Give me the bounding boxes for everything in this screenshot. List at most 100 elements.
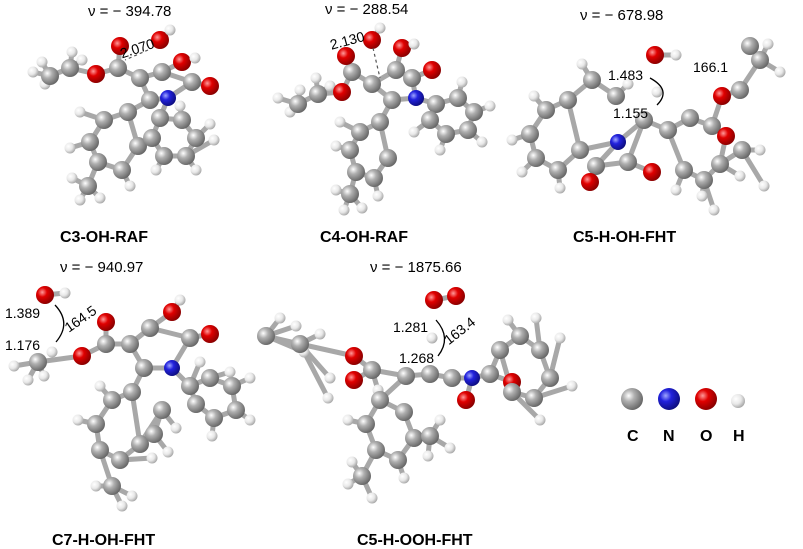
carbon-atom [363, 75, 381, 93]
carbon-atom [363, 361, 381, 379]
frequency-c7-h: ν = − 940.97 [60, 259, 143, 276]
hydrogen-atom [622, 78, 634, 90]
hydrogen-atom [76, 54, 88, 66]
carbon-atom [97, 335, 115, 353]
angle-c5-h: 166.1 [693, 59, 728, 75]
carbon-atom [227, 401, 245, 419]
hydrogen-atom [38, 370, 50, 382]
oxygen-atom [345, 347, 363, 365]
hydrogen-atom [324, 372, 336, 384]
carbon-atom [531, 341, 549, 359]
hydrogen-atom [64, 142, 76, 154]
carbon-atom [389, 451, 407, 469]
title-c5-h-oh-fht: C5-H-OH-FHT [573, 229, 676, 246]
hydrogen-atom [516, 166, 528, 178]
carbon-atom [481, 365, 499, 383]
legend-label-c: C [627, 428, 639, 445]
carbon-atom [511, 327, 529, 345]
oxygen-atom [87, 65, 105, 83]
hydrogen-atom [530, 312, 542, 324]
hydrogen-atom [170, 422, 182, 434]
angle-c5-h-ooh: 163.4 [441, 313, 479, 347]
carbon-atom [405, 429, 423, 447]
hydrogen-atom [506, 134, 518, 146]
hydrogen-atom [66, 172, 78, 184]
oxygen-atom [111, 37, 129, 55]
carbon-atom [619, 153, 637, 171]
oxygen-atom [646, 46, 664, 64]
carbon-atom [387, 61, 405, 79]
hydrogen-atom [372, 190, 384, 202]
hydrogen-atom [59, 287, 71, 299]
hydrogen-atom [290, 320, 302, 332]
carbon-atom [353, 467, 371, 485]
carbon-atom [695, 171, 713, 189]
oxygen-atom [423, 61, 441, 79]
oxygen-atom [457, 391, 475, 409]
carbon-atom [181, 329, 199, 347]
legend-label-n: N [663, 428, 675, 445]
hydrogen-atom [224, 366, 236, 378]
hydrogen-atom [476, 136, 488, 148]
carbon-atom [309, 85, 327, 103]
hydrogen-atom [116, 500, 128, 512]
frequency-c5-h-ooh: ν = − 1875.66 [370, 259, 462, 276]
angle-arc-c7-h [54, 304, 65, 343]
oxygen-atom [201, 325, 219, 343]
molecule-c5-h-oh-fht: ν = − 678.98 1.483 1.155 166.1 C5-H-OH-F… [506, 7, 786, 246]
oxygen-atom [36, 286, 54, 304]
hydrogen-atom [670, 184, 682, 196]
carbon-atom [173, 111, 191, 129]
h-bond-c4 [372, 47, 381, 79]
hydrogen-atom [294, 84, 306, 96]
hydrogen-atom [124, 180, 136, 192]
hydrogen-atom [174, 294, 186, 306]
carbon-atom [397, 367, 415, 385]
oxygen-atom [581, 173, 599, 191]
hydrogen-atom [346, 456, 358, 468]
distance-c5-h-ooh-2: 1.268 [399, 350, 434, 366]
hydrogen-atom [272, 92, 284, 104]
hydrogen-atom [426, 332, 438, 344]
carbon-atom [187, 129, 205, 147]
hydrogen-atom [670, 49, 682, 61]
angle-c7-h: 164.5 [61, 302, 99, 335]
carbon-atom [427, 95, 445, 113]
title-c5-h-ooh-fht: C5-H-OOH-FHT [357, 532, 473, 549]
hydrogen-atom [74, 106, 86, 118]
angle-arc-c5-h-ooh [435, 319, 446, 357]
hydrogen-atom [374, 22, 386, 34]
carbon-atom [403, 69, 421, 87]
carbon-atom [119, 103, 137, 121]
carbon-atom [79, 177, 97, 195]
carbon-atom [537, 101, 555, 119]
carbon-atom [89, 153, 107, 171]
oxygen-atom [333, 83, 351, 101]
hydrogen-atom [274, 312, 286, 324]
hydrogen-atom [150, 164, 162, 176]
legend-nitrogen-ball [658, 388, 680, 410]
carbon-atom [153, 63, 171, 81]
carbon-atom [583, 71, 601, 89]
h-bond-c3 [124, 49, 149, 61]
carbon-atom [123, 383, 141, 401]
carbon-atom [29, 353, 47, 371]
carbon-atom [365, 169, 383, 187]
legend-carbon-ball [621, 388, 643, 410]
distance-c5-h-ooh-1: 1.281 [393, 319, 428, 335]
carbon-atom [187, 395, 205, 413]
hydrogen-atom [758, 180, 770, 192]
carbon-atom [87, 415, 105, 433]
molecule-c5-h-ooh-fht: ν = − 1875.66 1.281 163.4 1.268 C5-H-OOH… [257, 259, 578, 549]
carbon-atom [103, 477, 121, 495]
legend-label-o: O [700, 428, 712, 445]
carbon-atom [379, 149, 397, 167]
carbon-atom [223, 377, 241, 395]
hydrogen-atom [434, 414, 446, 426]
carbon-atom [291, 335, 309, 353]
hydrogen-atom [189, 52, 201, 64]
carbon-atom [731, 81, 749, 99]
hydrogen-atom [46, 346, 58, 358]
hydrogen-atom [754, 144, 766, 156]
carbon-atom [103, 391, 121, 409]
